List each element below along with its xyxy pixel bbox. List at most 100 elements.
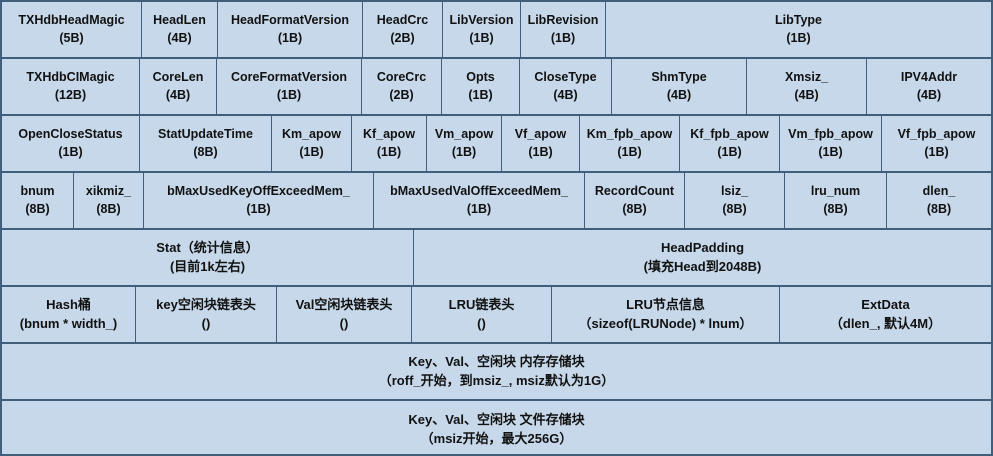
lib-revision: LibRevision(1B) — [521, 2, 606, 57]
stat-padding-row-5: Stat（统计信息）(目前1k左右)HeadPadding(填充Head到204… — [2, 230, 991, 287]
xikmiz-label: xikmiz_ — [85, 183, 132, 198]
b-max-used-val-off-exceed-mem-size: (1B) — [466, 201, 492, 216]
km-fpb-apow-size: (1B) — [617, 144, 642, 159]
kf-fpb-apow-label: Kf_fpb_apow — [690, 126, 769, 141]
b-max-used-val-off-exceed-mem-label: bMaxUsedValOffExceedMem_ — [390, 183, 568, 198]
b-max-used-key-off-exceed-mem: bMaxUsedKeyOffExceedMem_(1B) — [144, 173, 374, 228]
key-free-block-list-head-size: () — [201, 315, 211, 331]
record-count-label: RecordCount — [594, 183, 675, 198]
core-len: CoreLen (4B) — [140, 59, 217, 114]
lib-version: LibVersion (1B) — [443, 2, 521, 57]
km-apow: Km_apow (1B) — [272, 116, 352, 171]
shm-type: ShmType (4B) — [612, 59, 747, 114]
close-type-size: (4B) — [553, 87, 578, 102]
lib-revision-size: (1B) — [550, 30, 576, 45]
bnum-size: (8B) — [25, 201, 50, 216]
head-padding-block-label: HeadPadding — [660, 240, 745, 256]
ext-data-size: （dlen_, 默认4M） — [829, 315, 942, 331]
memory-storage-block: Key、Val、空闲块 内存存储块（roff_开始，到msiz_, msiz默认… — [2, 344, 991, 399]
head-format-version-label: HeadFormatVersion — [230, 12, 350, 27]
core-fields-row-2: TXHdbCIMagic(12B)CoreLen(4B)CoreFormatVe… — [2, 59, 991, 116]
ext-data: ExtData（dlen_, 默认4M） — [780, 287, 991, 342]
opts: Opts (1B) — [442, 59, 520, 114]
xikmiz-size: (8B) — [96, 201, 121, 216]
lsiz-label: lsiz_ — [720, 183, 749, 198]
vm-apow-label: Vm_apow — [434, 126, 494, 141]
core-len-size: (4B) — [165, 87, 191, 102]
core-format-version-label: CoreFormatVersion — [230, 69, 347, 84]
ipv4-addr: IPV4Addr(4B) — [867, 59, 991, 114]
dlen-label: dlen_ — [922, 183, 956, 198]
core-crc: CoreCrc(2B) — [362, 59, 442, 114]
lru-num: lru_num(8B) — [785, 173, 887, 228]
lru-node-info-size: （sizeof(LRUNode) * lnum） — [578, 315, 753, 331]
head-len: HeadLen(4B) — [142, 2, 218, 57]
km-apow-label: Km_apow — [281, 126, 342, 141]
lib-version-size: (1B) — [469, 30, 494, 45]
txhdb-head-magic: TXHdbHeadMagic(5B) — [2, 2, 142, 57]
vm-apow: Vm_apow (1B) — [427, 116, 502, 171]
lru-list-head-size: () — [477, 315, 486, 331]
vf-apow-label: Vf_apow — [514, 126, 567, 141]
kf-fpb-apow-size: (1B) — [717, 144, 742, 159]
lib-type-label: LibType — [775, 12, 822, 27]
stat-block-label: Stat（统计信息） — [156, 240, 259, 256]
kf-apow-label: Kf_apow — [362, 126, 416, 141]
head-fields-row-1: TXHdbHeadMagic(5B)HeadLen(4B)HeadFormatV… — [2, 2, 991, 59]
close-type-label: CloseType — [534, 69, 597, 84]
head-format-version: HeadFormatVersion (1B) — [218, 2, 363, 57]
open-close-status-size: (1B) — [58, 144, 83, 159]
bnum: bnum (8B) — [2, 173, 74, 228]
record-count: RecordCount (8B) — [585, 173, 685, 228]
file-storage-block-size: （msiz开始，最大256G） — [420, 430, 573, 446]
record-count-size: (8B) — [622, 201, 647, 216]
vf-apow: Vf_apow(1B) — [502, 116, 580, 171]
shm-type-size: (4B) — [666, 87, 692, 102]
counters-row-4: bnum (8B) xikmiz_ (8B) bMaxUsedKeyOffExceedM… — [2, 173, 991, 230]
xmsiz: Xmsiz_(4B) — [747, 59, 867, 114]
stat-update-time-label: StatUpdateTime — [158, 126, 253, 141]
stat-update-time-size: (8B) — [193, 144, 218, 159]
xmsiz-size: (4B) — [794, 87, 819, 102]
dlen: dlen_ (8B) — [887, 173, 991, 228]
vm-fpb-apow-size: (1B) — [818, 144, 843, 159]
vm-apow-size: (1B) — [451, 144, 477, 159]
val-free-block-list-head: Val空闲块链表头() — [277, 287, 412, 342]
stat-block-size: (目前1k左右) — [169, 258, 246, 274]
core-crc-size: (2B) — [389, 87, 414, 102]
close-type: CloseType (4B) — [520, 59, 612, 114]
open-close-status: OpenCloseStatus(1B) — [2, 116, 140, 171]
lru-list-head-label: LRU链表头 — [448, 297, 515, 313]
lib-type-size: (1B) — [786, 30, 811, 45]
memory-storage-block-size: （roff_开始，到msiz_, msiz默认为1G） — [378, 372, 615, 388]
lib-type: LibType (1B) — [606, 2, 991, 57]
txhdb-head-magic-label: TXHdbHeadMagic — [18, 12, 125, 27]
hash-bucket-block-size: (bnum * width_) — [19, 315, 118, 331]
km-apow-size: (1B) — [299, 144, 324, 159]
bnum-label: bnum — [20, 183, 55, 198]
key-free-block-list-head: key空闲块链表头() — [136, 287, 277, 342]
head-format-version-size: (1B) — [277, 30, 303, 45]
head-crc-size: (2B) — [390, 30, 415, 45]
opts-size: (1B) — [468, 87, 493, 102]
val-free-block-list-head-size: () — [339, 315, 349, 331]
txhdb-ci-magic-label: TXHdbCIMagic — [26, 69, 115, 84]
kf-fpb-apow: Kf_fpb_apow (1B) — [680, 116, 780, 171]
head-len-label: HeadLen — [153, 12, 206, 27]
km-fpb-apow-label: Km_fpb_apow — [586, 126, 673, 141]
lru-list-head: LRU链表头 () — [412, 287, 552, 342]
vf-fpb-apow: Vf_fpb_apow (1B) — [882, 116, 991, 171]
lru-num-label: lru_num — [810, 183, 861, 198]
shm-type-label: ShmType — [651, 69, 707, 84]
core-len-label: CoreLen — [152, 69, 204, 84]
opts-label: Opts — [466, 69, 495, 84]
lsiz: lsiz_(8B) — [685, 173, 785, 228]
lib-version-label: LibVersion — [449, 12, 514, 27]
vf-fpb-apow-label: Vf_fpb_apow — [897, 126, 976, 141]
hash-lru-row-6: Hash桶(bnum * width_)key空闲块链表头()Val空闲块链表头… — [2, 287, 991, 344]
kf-apow-size: (1B) — [376, 144, 402, 159]
dlen-size: (8B) — [926, 201, 952, 216]
vf-fpb-apow-size: (1B) — [924, 144, 949, 159]
ipv4-addr-size: (4B) — [916, 87, 942, 102]
